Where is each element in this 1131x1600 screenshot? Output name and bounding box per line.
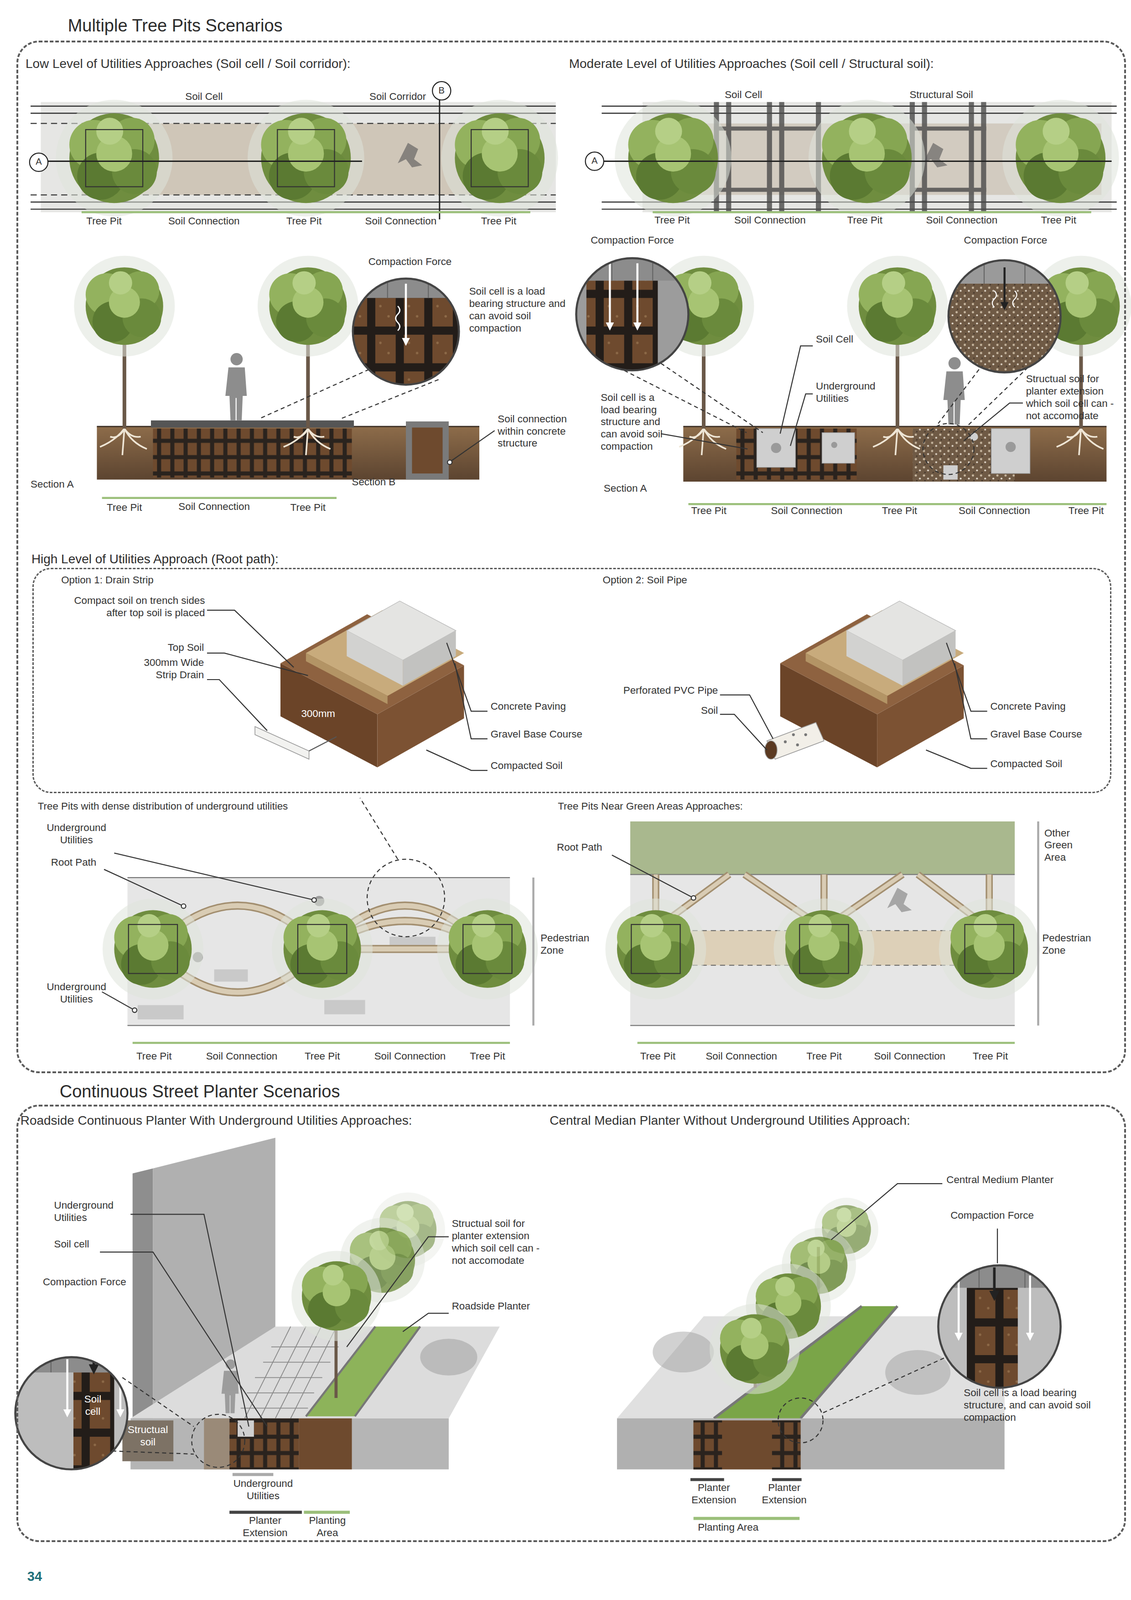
annotation-label: Soil cell is a load bearing structure, a… bbox=[963, 1386, 1107, 1424]
annotation-label: Tree Pit bbox=[86, 215, 122, 228]
annotation-label: Soil Cell bbox=[724, 88, 763, 102]
annotation-label: Structural Soil bbox=[909, 88, 973, 102]
annotation-label: Underground Utilities bbox=[227, 1477, 300, 1503]
annotation-label: Planter Extension bbox=[237, 1514, 294, 1540]
annotation-label: Soil cell is a load bearing structure an… bbox=[469, 285, 570, 335]
annotation-label: Tree Pit bbox=[286, 215, 322, 228]
annotation-label: Planter Extension bbox=[756, 1481, 813, 1507]
annotation-label: Soil Connection bbox=[178, 500, 250, 514]
panel-heading: Multiple Tree Pits Scenarios bbox=[65, 15, 286, 36]
annotation-label: Soil Corridor bbox=[369, 90, 426, 104]
annotation-label: A bbox=[591, 155, 598, 167]
annotation-label: Planting Area bbox=[697, 1521, 759, 1534]
annotation-label: Concrete Paving bbox=[990, 700, 1066, 713]
annotation-label: Structual soil bbox=[125, 1423, 171, 1449]
annotation-label: Compaction Force bbox=[42, 1276, 127, 1289]
annotation-label: Perforated PVC Pipe bbox=[623, 684, 719, 697]
annotation-label: Central Medium Planter bbox=[946, 1173, 1054, 1187]
dashed-panel: Multiple Tree Pits ScenariosHigh Level o… bbox=[16, 40, 1126, 1073]
annotation-label: Option 2: Soil Pipe bbox=[602, 574, 688, 587]
annotation-label: Root Path bbox=[556, 841, 602, 854]
annotation-label: Tree Pit bbox=[304, 1050, 340, 1063]
annotation-label: Concrete Paving bbox=[490, 700, 566, 713]
annotation-label: Soil Connection bbox=[365, 215, 437, 228]
annotation-label: Moderate Level of Utilities Approaches (… bbox=[569, 56, 934, 72]
annotation-label: Central Median Planter Without Undergrou… bbox=[549, 1112, 910, 1129]
annotation-label: Soil Connection bbox=[206, 1050, 278, 1063]
annotation-label: 34 bbox=[27, 1568, 42, 1585]
annotation-label: Low Level of Utilities Approaches (Soil … bbox=[25, 56, 351, 72]
annotation-label: Roadside Continuous Planter With Undergr… bbox=[20, 1112, 413, 1129]
annotation-label: Top Soil bbox=[167, 641, 205, 654]
annotation-label: Planter Extension bbox=[685, 1481, 742, 1507]
annotation-label: Roadside Planter bbox=[451, 1300, 531, 1313]
annotation-label: Planting Area bbox=[301, 1514, 353, 1540]
dashed-panel: Continuous Street Planter Scenarios bbox=[16, 1104, 1126, 1542]
annotation-label: Section B bbox=[352, 476, 396, 489]
annotation-label: Compaction Force bbox=[590, 234, 675, 247]
annotation-label: Soil Cell bbox=[815, 333, 854, 346]
annotation-label: Soil Connection bbox=[873, 1050, 946, 1063]
annotation-label: Tree Pit bbox=[654, 214, 690, 227]
annotation-label: Underground Utilities bbox=[40, 821, 113, 847]
annotation-label: Soil connection within concrete structur… bbox=[497, 413, 580, 450]
annotation-label: Underground Utilities bbox=[40, 980, 113, 1006]
annotation-label: Root Path bbox=[51, 856, 97, 869]
annotation-label: Tree Pit bbox=[806, 1050, 842, 1063]
panel-heading: Continuous Street Planter Scenarios bbox=[57, 1081, 343, 1102]
annotation-label: Underground Utilities bbox=[54, 1199, 126, 1225]
annotation-label: A bbox=[35, 155, 42, 167]
annotation-label: B bbox=[438, 84, 445, 96]
annotation-label: Option 1: Drain Strip bbox=[61, 574, 154, 587]
annotation-label: Pedestrian Zone bbox=[540, 932, 602, 957]
panel-heading: High Level of Utilities Approach (Root p… bbox=[28, 551, 282, 567]
annotation-label: Tree Pit bbox=[290, 501, 326, 514]
annotation-label: Soil Connection bbox=[734, 214, 806, 227]
annotation-label: Tree Pit bbox=[1068, 504, 1104, 518]
annotation-label: 300mm bbox=[300, 707, 336, 721]
annotation-label: Compaction Force bbox=[950, 1209, 1034, 1222]
annotation-label: Structual soil for planter extension whi… bbox=[451, 1217, 549, 1267]
annotation-label: Compaction Force bbox=[368, 255, 452, 269]
annotation-label: Soil Connection bbox=[168, 215, 240, 228]
annotation-label: Compacted Soil bbox=[990, 757, 1063, 771]
annotation-label: Gravel Base Course bbox=[990, 728, 1082, 741]
annotation-label: Underground Utilities bbox=[815, 380, 893, 405]
annotation-label: Pedestrian Zone bbox=[1042, 932, 1104, 957]
annotation-label: 300mm Wide Strip Drain bbox=[127, 656, 205, 682]
annotation-label: Compact soil on trench sides after top s… bbox=[51, 594, 205, 620]
annotation-label: Section A bbox=[603, 482, 647, 495]
annotation-label: Soil bbox=[700, 704, 718, 717]
annotation-label: Tree Pit bbox=[481, 215, 517, 228]
annotation-label: Section A bbox=[30, 478, 74, 491]
annotation-label: Gravel Base Course bbox=[490, 728, 583, 741]
annotation-label: Soil Connection bbox=[958, 504, 1031, 518]
annotation-label: Soil Connection bbox=[925, 214, 998, 227]
annotation-label: Soil Connection bbox=[705, 1050, 778, 1063]
annotation-label: Compacted Soil bbox=[490, 759, 563, 773]
annotation-label: Soil cell bbox=[77, 1393, 109, 1418]
annotation-label: Tree Pit bbox=[881, 504, 918, 518]
annotation-label: Tree Pit bbox=[640, 1050, 676, 1063]
annotation-label: Soil Connection bbox=[771, 504, 843, 518]
annotation-label: Structual soil for planter extension whi… bbox=[1026, 373, 1121, 422]
annotation-label: Compaction Force bbox=[964, 234, 1048, 247]
annotation-label: Tree Pit bbox=[106, 501, 142, 514]
annotation-label: Soil cell bbox=[54, 1238, 90, 1251]
annotation-label: Soil cell is a load bearing structure an… bbox=[600, 391, 669, 453]
annotation-label: Tree Pit bbox=[1040, 214, 1076, 227]
annotation-label: Tree Pit bbox=[690, 504, 727, 518]
annotation-label: Tree Pit bbox=[136, 1050, 172, 1063]
annotation-label: Tree Pits with dense distribution of und… bbox=[37, 800, 289, 813]
annotation-label: Soil Connection bbox=[374, 1050, 447, 1063]
annotation-label: Tree Pit bbox=[972, 1050, 1008, 1063]
annotation-label: Tree Pit bbox=[469, 1050, 505, 1063]
annotation-label: Tree Pits Near Green Areas Approaches: bbox=[557, 800, 743, 813]
annotation-label: Tree Pit bbox=[847, 214, 883, 227]
annotation-label: Other Green Area bbox=[1044, 827, 1091, 864]
annotation-label: Soil Cell bbox=[185, 90, 223, 104]
